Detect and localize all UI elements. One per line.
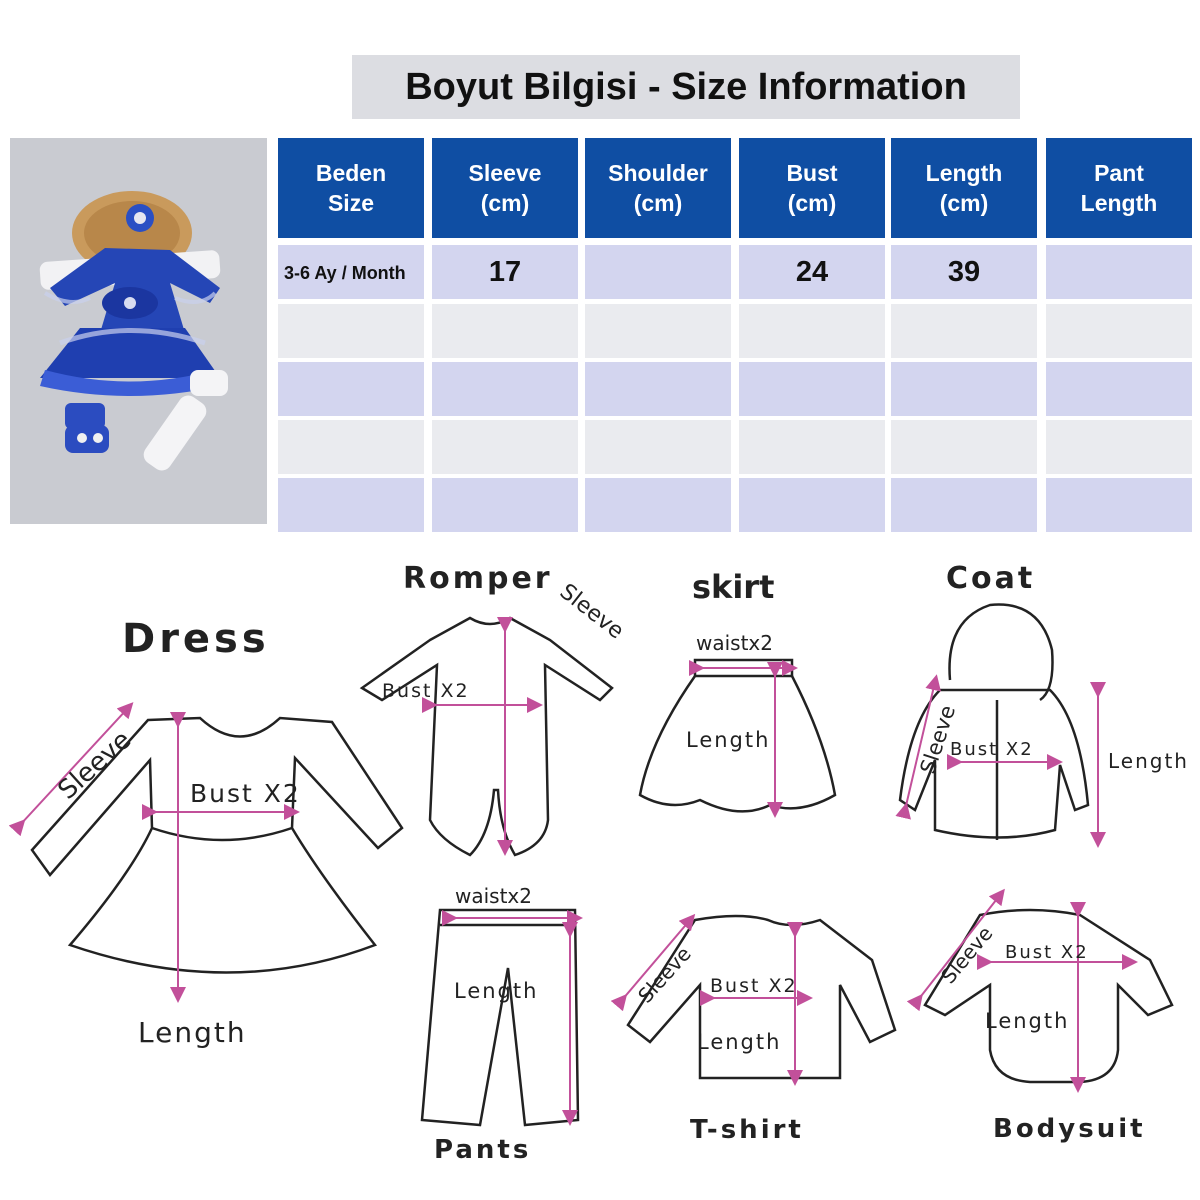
table-cell bbox=[432, 362, 578, 416]
product-photo bbox=[10, 138, 267, 524]
bodysuit-outline bbox=[923, 908, 1174, 1084]
pants-waist-label: waistx2 bbox=[455, 884, 532, 908]
table-header-cell: Length (cm) bbox=[891, 138, 1037, 238]
skirt-waist-label: waistx2 bbox=[696, 631, 773, 655]
table-cell bbox=[891, 304, 1037, 358]
table-cell bbox=[278, 478, 424, 532]
title-text: Boyut Bilgisi - Size Information bbox=[405, 65, 967, 108]
dress-sleeve-label: Sleeve bbox=[52, 725, 137, 806]
tshirt-bust-label: Bust X2 bbox=[710, 975, 798, 997]
pants-outline bbox=[420, 908, 580, 1127]
table-cell bbox=[585, 420, 731, 474]
table-cell bbox=[585, 304, 731, 358]
table-cell bbox=[891, 420, 1037, 474]
table-cell bbox=[739, 304, 885, 358]
table-cell: 3-6 Ay / Month bbox=[278, 245, 424, 299]
table-cell: 17 bbox=[432, 245, 578, 299]
table-cell bbox=[1046, 478, 1192, 532]
table-cell bbox=[739, 362, 885, 416]
pants-length-label: Length bbox=[454, 979, 538, 1003]
table-header-cell: Sleeve (cm) bbox=[432, 138, 578, 238]
garment-diagrams: Dress Sleeve Bust X2 Length Romper Sleev… bbox=[8, 561, 1189, 1165]
skirt-length-label: Length bbox=[686, 728, 770, 752]
table-cell bbox=[1046, 245, 1192, 299]
dress-title: Dress bbox=[122, 616, 270, 662]
romper-bust-label: Bust X2 bbox=[382, 680, 470, 702]
table-header-cell: Shoulder (cm) bbox=[585, 138, 731, 238]
table-cell bbox=[1046, 362, 1192, 416]
romper-sleeve-label: Sleeve bbox=[555, 579, 628, 644]
table-header-cell: Bust (cm) bbox=[739, 138, 885, 238]
table-cell: 24 bbox=[739, 245, 885, 299]
table-cell bbox=[432, 304, 578, 358]
table-cell bbox=[278, 304, 424, 358]
pants-title: Pants bbox=[434, 1135, 531, 1165]
table-cell bbox=[891, 478, 1037, 532]
coat-length-label: Length bbox=[1108, 749, 1189, 773]
table-cell bbox=[278, 362, 424, 416]
tshirt-length-label: Length bbox=[697, 1030, 781, 1054]
dress-bust-label: Bust X2 bbox=[190, 779, 301, 808]
tshirt-title: T-shirt bbox=[690, 1115, 804, 1145]
table-cell bbox=[585, 362, 731, 416]
bodysuit-bust-label: Bust X2 bbox=[1005, 942, 1089, 963]
coat-bust-label: Bust X2 bbox=[950, 739, 1034, 760]
romper-title: Romper bbox=[403, 561, 553, 596]
table-cell bbox=[739, 478, 885, 532]
dress-length-label: Length bbox=[138, 1016, 247, 1049]
table-header-cell: Pant Length bbox=[1046, 138, 1192, 238]
page-title: Boyut Bilgisi - Size Information bbox=[352, 55, 1020, 119]
table-cell bbox=[585, 245, 731, 299]
table-cell bbox=[739, 420, 885, 474]
coat-title: Coat bbox=[946, 561, 1035, 596]
table-header-cell: Beden Size bbox=[278, 138, 424, 238]
table-cell bbox=[585, 478, 731, 532]
table-cell bbox=[891, 362, 1037, 416]
coat-outline bbox=[898, 603, 1090, 840]
bodysuit-length-label: Length bbox=[985, 1009, 1069, 1033]
table-cell bbox=[432, 478, 578, 532]
bodysuit-title: Bodysuit bbox=[993, 1114, 1146, 1144]
table-cell bbox=[1046, 304, 1192, 358]
table-cell bbox=[278, 420, 424, 474]
dress-outline bbox=[30, 716, 404, 974]
skirt-title: skirt bbox=[692, 568, 774, 606]
romper-outline bbox=[359, 616, 614, 857]
bodysuit-sleeve-label: Sleeve bbox=[936, 921, 997, 988]
table-cell bbox=[1046, 420, 1192, 474]
table-cell: 39 bbox=[891, 245, 1037, 299]
table-cell bbox=[432, 420, 578, 474]
